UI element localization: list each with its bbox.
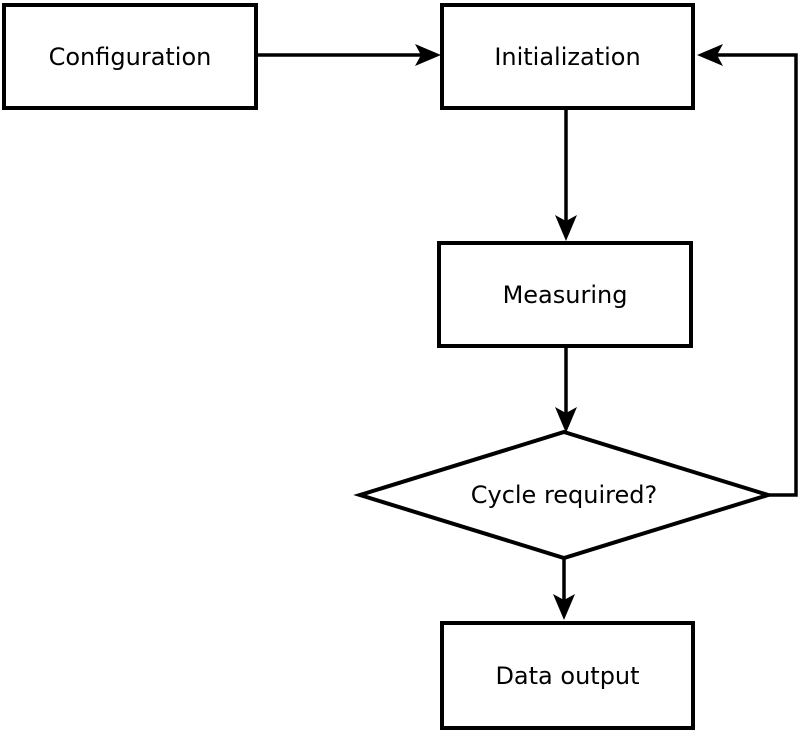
arrowhead-down-icon	[555, 215, 577, 241]
edge-configuration-to-initialization	[258, 44, 441, 66]
arrowhead-down-icon	[553, 594, 575, 620]
node-configuration-label: Configuration	[48, 42, 212, 71]
decision-diamond-shape	[353, 429, 775, 561]
node-measuring: Measuring	[437, 241, 693, 348]
node-data-output-label: Data output	[495, 661, 640, 690]
node-configuration: Configuration	[2, 3, 258, 110]
node-data-output: Data output	[440, 621, 695, 730]
node-measuring-label: Measuring	[502, 280, 628, 309]
node-initialization-label: Initialization	[494, 42, 641, 71]
node-cycle-required-label: Cycle required?	[470, 481, 658, 509]
node-cycle-required: Cycle required?	[414, 477, 714, 513]
arrowhead-down-icon	[555, 407, 577, 433]
edge-cycle-required-to-data-output	[553, 558, 575, 620]
edge-initialization-to-measuring	[555, 110, 577, 241]
arrowhead-right-icon	[415, 44, 441, 66]
edge-measuring-to-cycle-required	[555, 348, 577, 433]
arrowhead-left-icon	[697, 44, 723, 66]
node-initialization: Initialization	[440, 3, 695, 110]
edge-cycle-required-to-initialization-loop	[697, 44, 798, 497]
